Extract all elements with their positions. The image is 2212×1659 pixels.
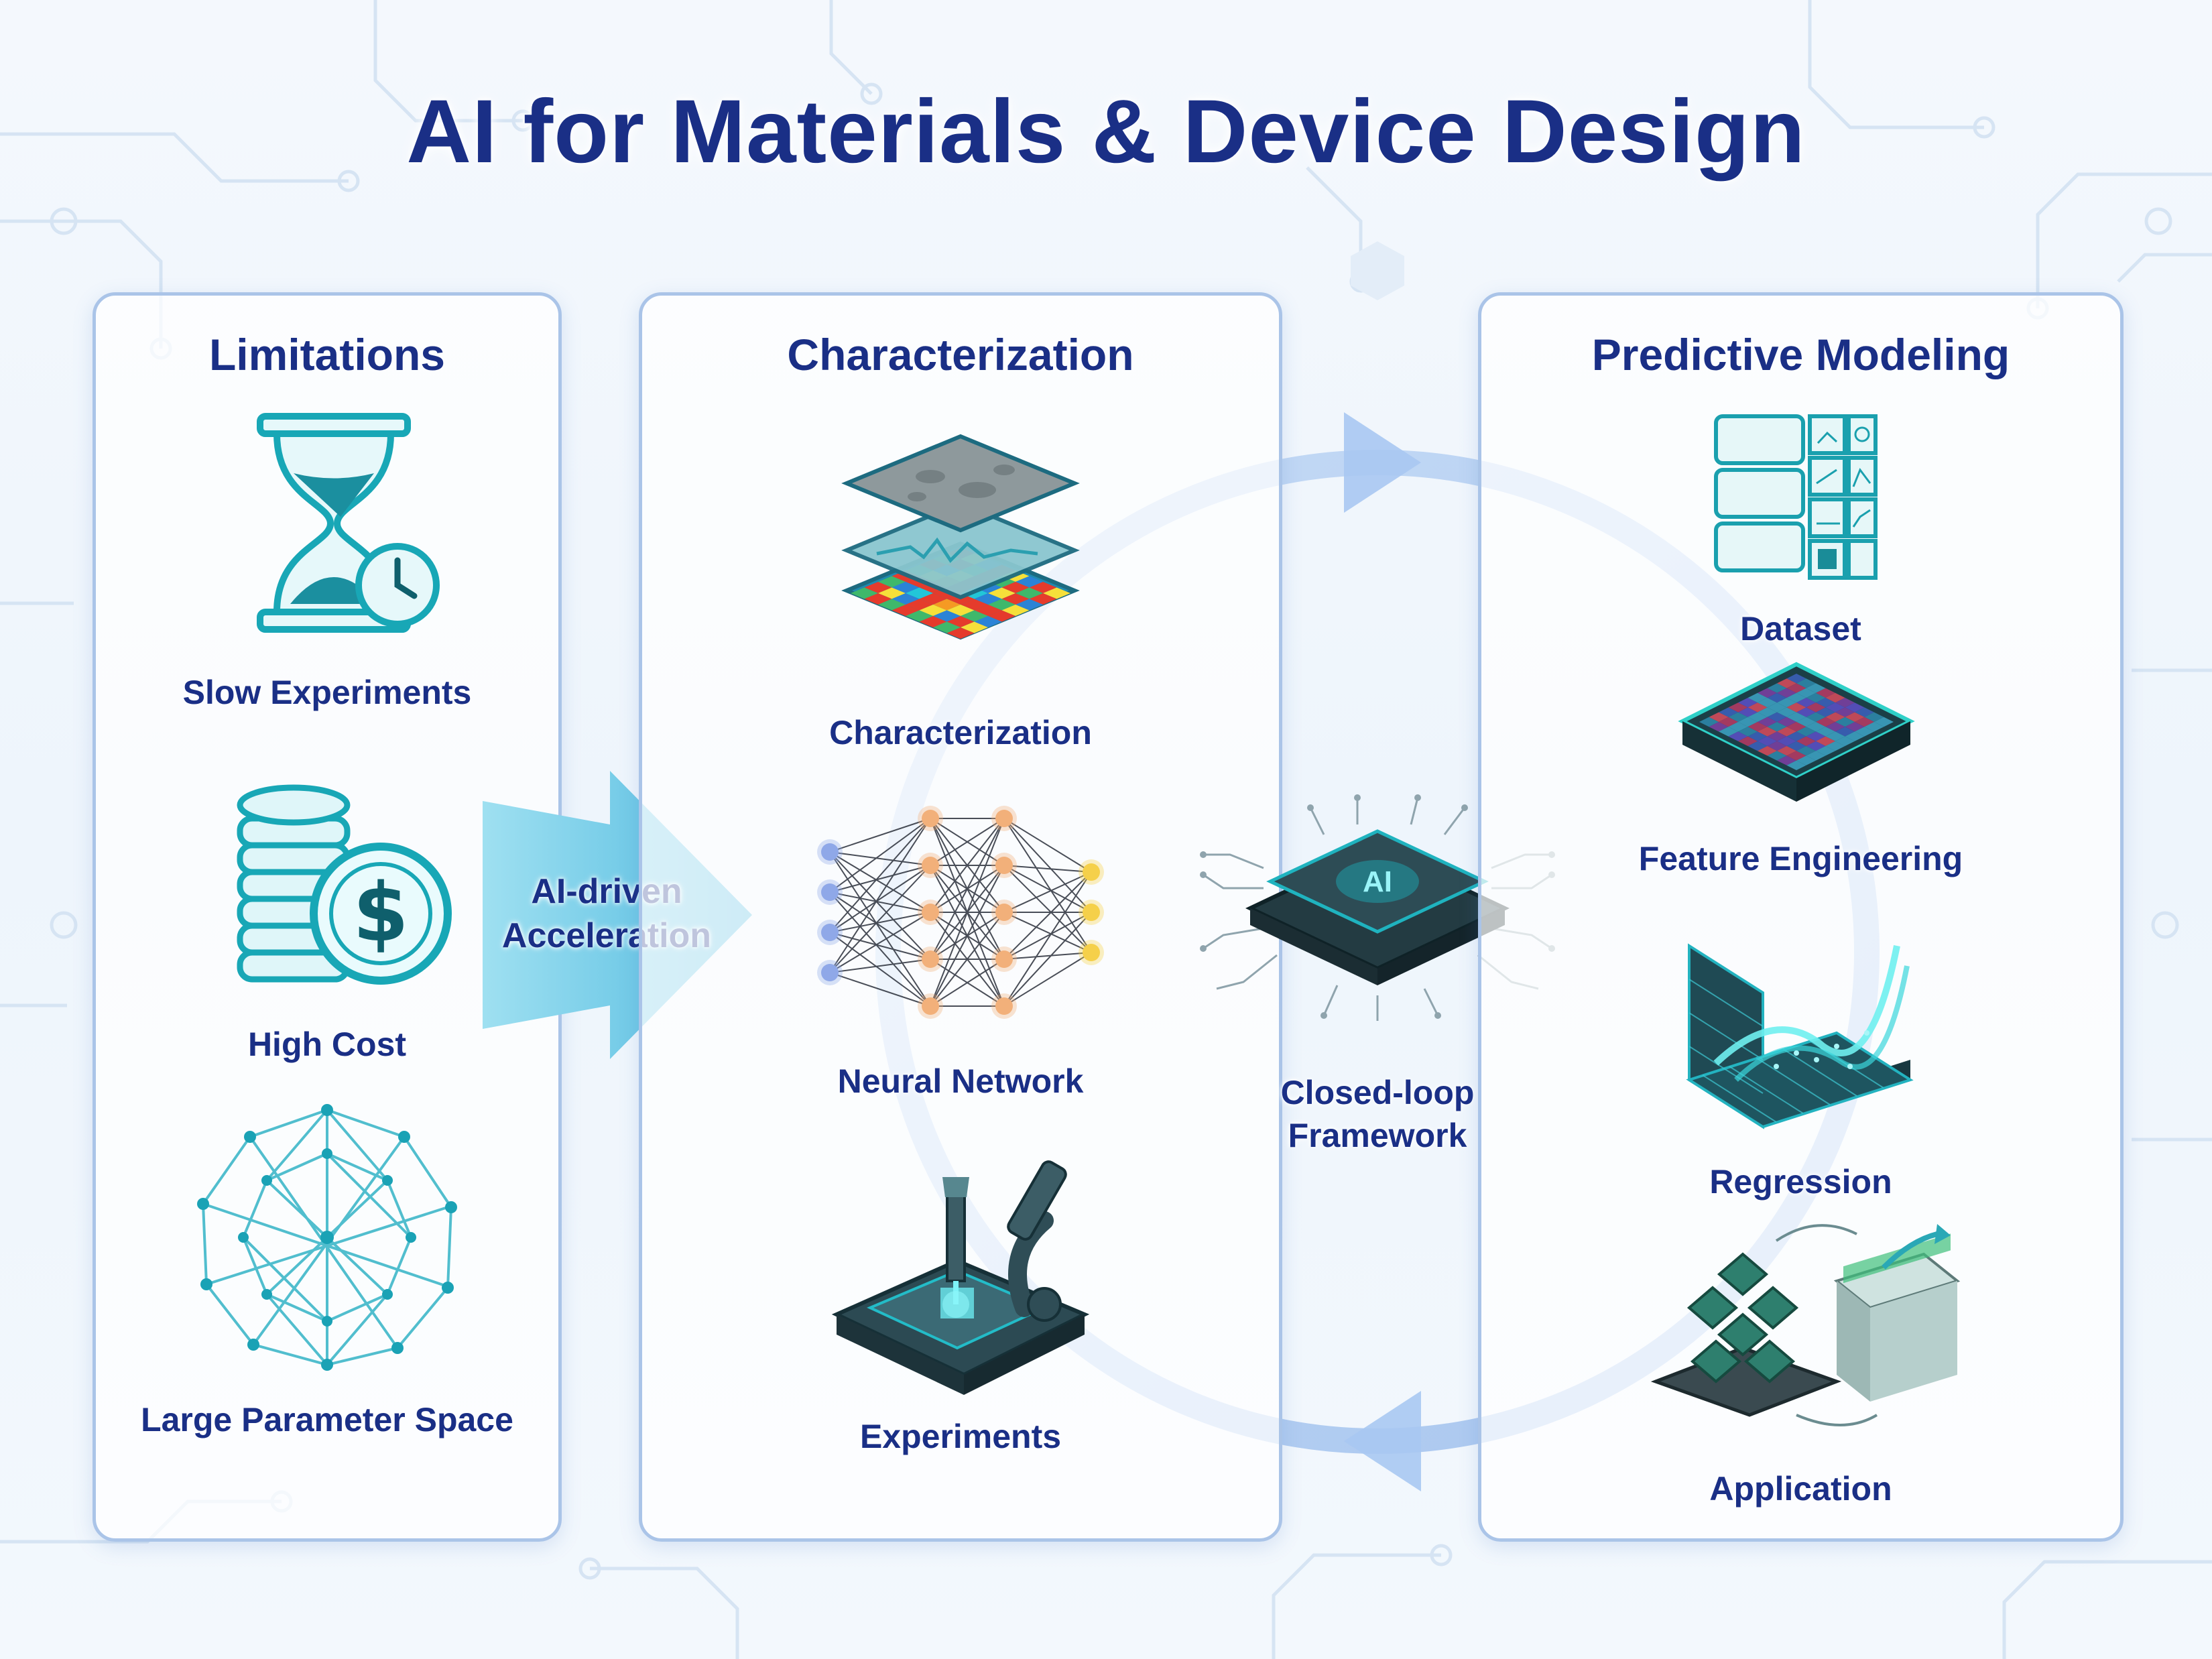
experiments-label: Experiments	[859, 1418, 1062, 1455]
network-sphere-icon	[197, 1104, 457, 1371]
page-title: AI for Materials & Device Design	[406, 82, 1806, 182]
neural-network-label: Neural Network	[837, 1062, 1084, 1100]
application-label: Application	[1709, 1470, 1892, 1508]
layered-maps-icon	[841, 434, 1080, 640]
svg-text:$: $	[353, 867, 409, 960]
dataset-label: Dataset	[1740, 610, 1861, 648]
slow-experiments-label: Slow Experiments	[182, 674, 472, 711]
characterization-label: Characterization	[829, 714, 1092, 751]
large-parameter-space-label: Large Parameter Space	[141, 1401, 513, 1438]
regression-label: Regression	[1709, 1163, 1892, 1201]
ai-driven-arrow-icon	[483, 771, 752, 1059]
predictive-modeling-panel: Predictive Modeling Dataset Feature Engi…	[1478, 292, 2124, 1542]
coins-dollar-icon: $	[237, 784, 452, 985]
predictive-modeling-heading: Predictive Modeling	[1591, 330, 2010, 379]
hourglass-clock-icon	[257, 413, 440, 633]
crystal-device-icon	[1650, 1224, 1961, 1426]
feature-engineering-label: Feature Engineering	[1638, 840, 1963, 877]
characterization-heading: Characterization	[787, 330, 1134, 379]
closed-loop-framework-label: Closed-loop Framework	[1227, 1071, 1528, 1157]
limitations-heading: Limitations	[208, 330, 445, 379]
heatmap-grid-icon	[1678, 662, 1915, 802]
ai-chip-text: AI	[1363, 865, 1392, 898]
lab-microscope-icon	[831, 1160, 1090, 1395]
characterization-panel: Characterization Characterization Neural…	[639, 292, 1282, 1542]
surface-plot-icon	[1686, 943, 1914, 1129]
high-cost-label: High Cost	[247, 1026, 407, 1063]
closed-loop-line2: Framework	[1288, 1117, 1467, 1154]
neural-network-icon	[817, 806, 1104, 1019]
ai-chip-icon: AI	[1200, 794, 1555, 1021]
database-server-icon	[1714, 414, 1878, 580]
closed-loop-line1: Closed-loop	[1280, 1074, 1475, 1111]
